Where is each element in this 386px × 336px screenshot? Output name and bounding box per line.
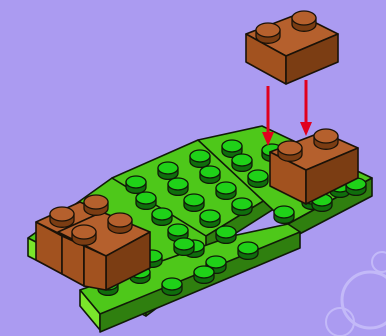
green-stud xyxy=(168,178,188,195)
brown-stud xyxy=(278,141,302,161)
green-stud xyxy=(238,242,258,259)
green-stud xyxy=(126,176,146,193)
brown-stud xyxy=(256,23,280,43)
green-stud xyxy=(190,150,210,167)
brown-stud xyxy=(72,225,96,245)
brown-stud xyxy=(292,11,316,31)
brown-stud xyxy=(84,195,108,215)
green-stud xyxy=(200,166,220,183)
green-stud xyxy=(136,192,156,209)
green-stud xyxy=(162,278,182,295)
brown-stud xyxy=(108,213,132,233)
green-stud xyxy=(158,162,178,179)
brown-stud xyxy=(50,207,74,227)
brown-stud xyxy=(314,129,338,149)
green-stud xyxy=(184,194,204,211)
green-stud xyxy=(200,210,220,227)
green-stud xyxy=(194,266,214,283)
green-stud xyxy=(216,182,236,199)
green-stud xyxy=(232,154,252,171)
green-stud xyxy=(216,226,236,243)
green-stud xyxy=(274,206,294,223)
green-stud xyxy=(232,198,252,215)
green-stud xyxy=(248,170,268,187)
green-stud xyxy=(174,238,194,255)
green-stud xyxy=(152,208,172,225)
